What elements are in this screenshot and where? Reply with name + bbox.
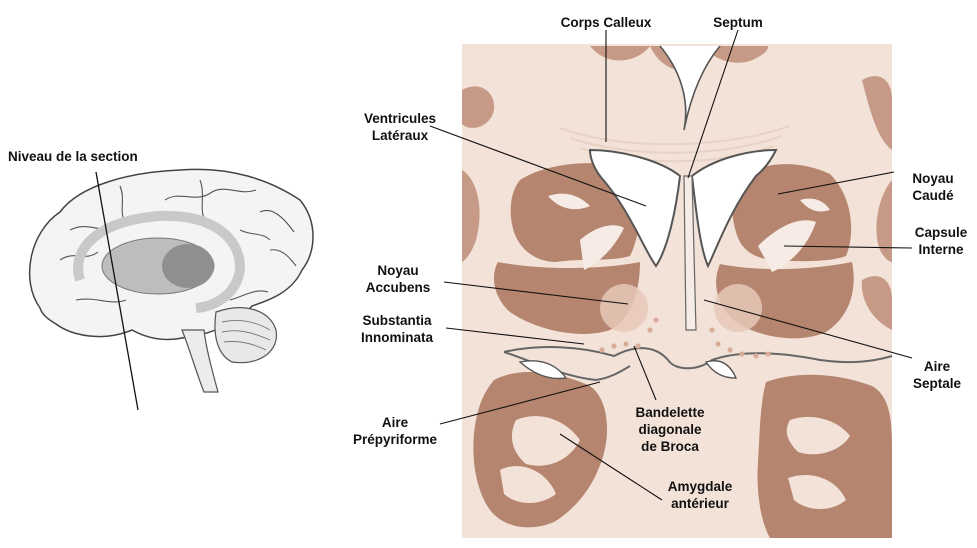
cerebellum xyxy=(215,308,277,363)
right-temporal-lobe xyxy=(758,375,893,538)
brainstem xyxy=(182,330,218,392)
right-accumbens xyxy=(714,284,762,332)
thalamus-shape xyxy=(162,244,214,288)
left-accumbens xyxy=(600,284,648,332)
label-niveau-section: Niveau de la section xyxy=(8,148,138,165)
brain-lateral-view xyxy=(30,169,313,410)
coronal-section xyxy=(462,44,892,538)
label-septum: Septum xyxy=(700,14,776,31)
label-corps-calleux: Corps Calleux xyxy=(545,14,667,31)
